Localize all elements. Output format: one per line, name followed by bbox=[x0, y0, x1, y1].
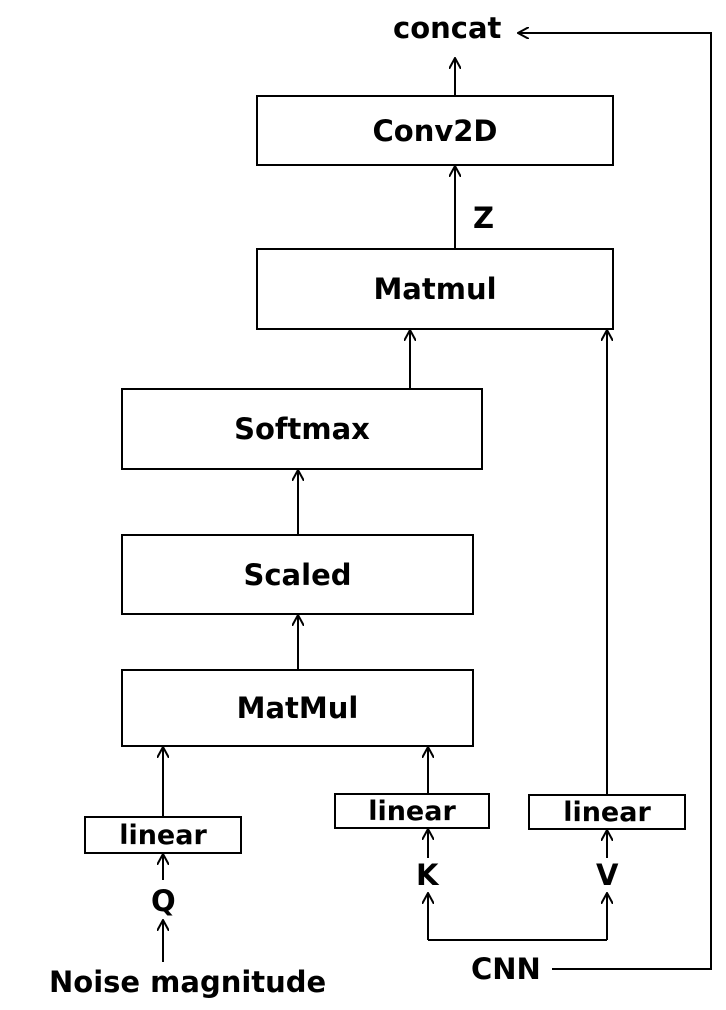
linear-q-box: linear bbox=[84, 816, 242, 854]
linear-k-box: linear bbox=[334, 793, 490, 829]
z-label: Z bbox=[473, 201, 495, 235]
softmax-box: Softmax bbox=[121, 388, 483, 470]
conv2d-box: Conv2D bbox=[256, 95, 614, 166]
arrow-cnn-to-concat bbox=[518, 33, 712, 970]
v-label: V bbox=[596, 858, 619, 892]
scaled-box: Scaled bbox=[121, 534, 474, 615]
q-label: Q bbox=[151, 884, 176, 918]
noise-magnitude-label: Noise magnitude bbox=[49, 965, 327, 999]
concat-label: concat bbox=[393, 11, 502, 45]
cnn-label: CNN bbox=[471, 952, 541, 986]
matmul-top-box: Matmul bbox=[256, 248, 614, 330]
linear-v-box: linear bbox=[528, 794, 686, 830]
k-label: K bbox=[416, 858, 439, 892]
matmul-bottom-box: MatMul bbox=[121, 669, 474, 747]
